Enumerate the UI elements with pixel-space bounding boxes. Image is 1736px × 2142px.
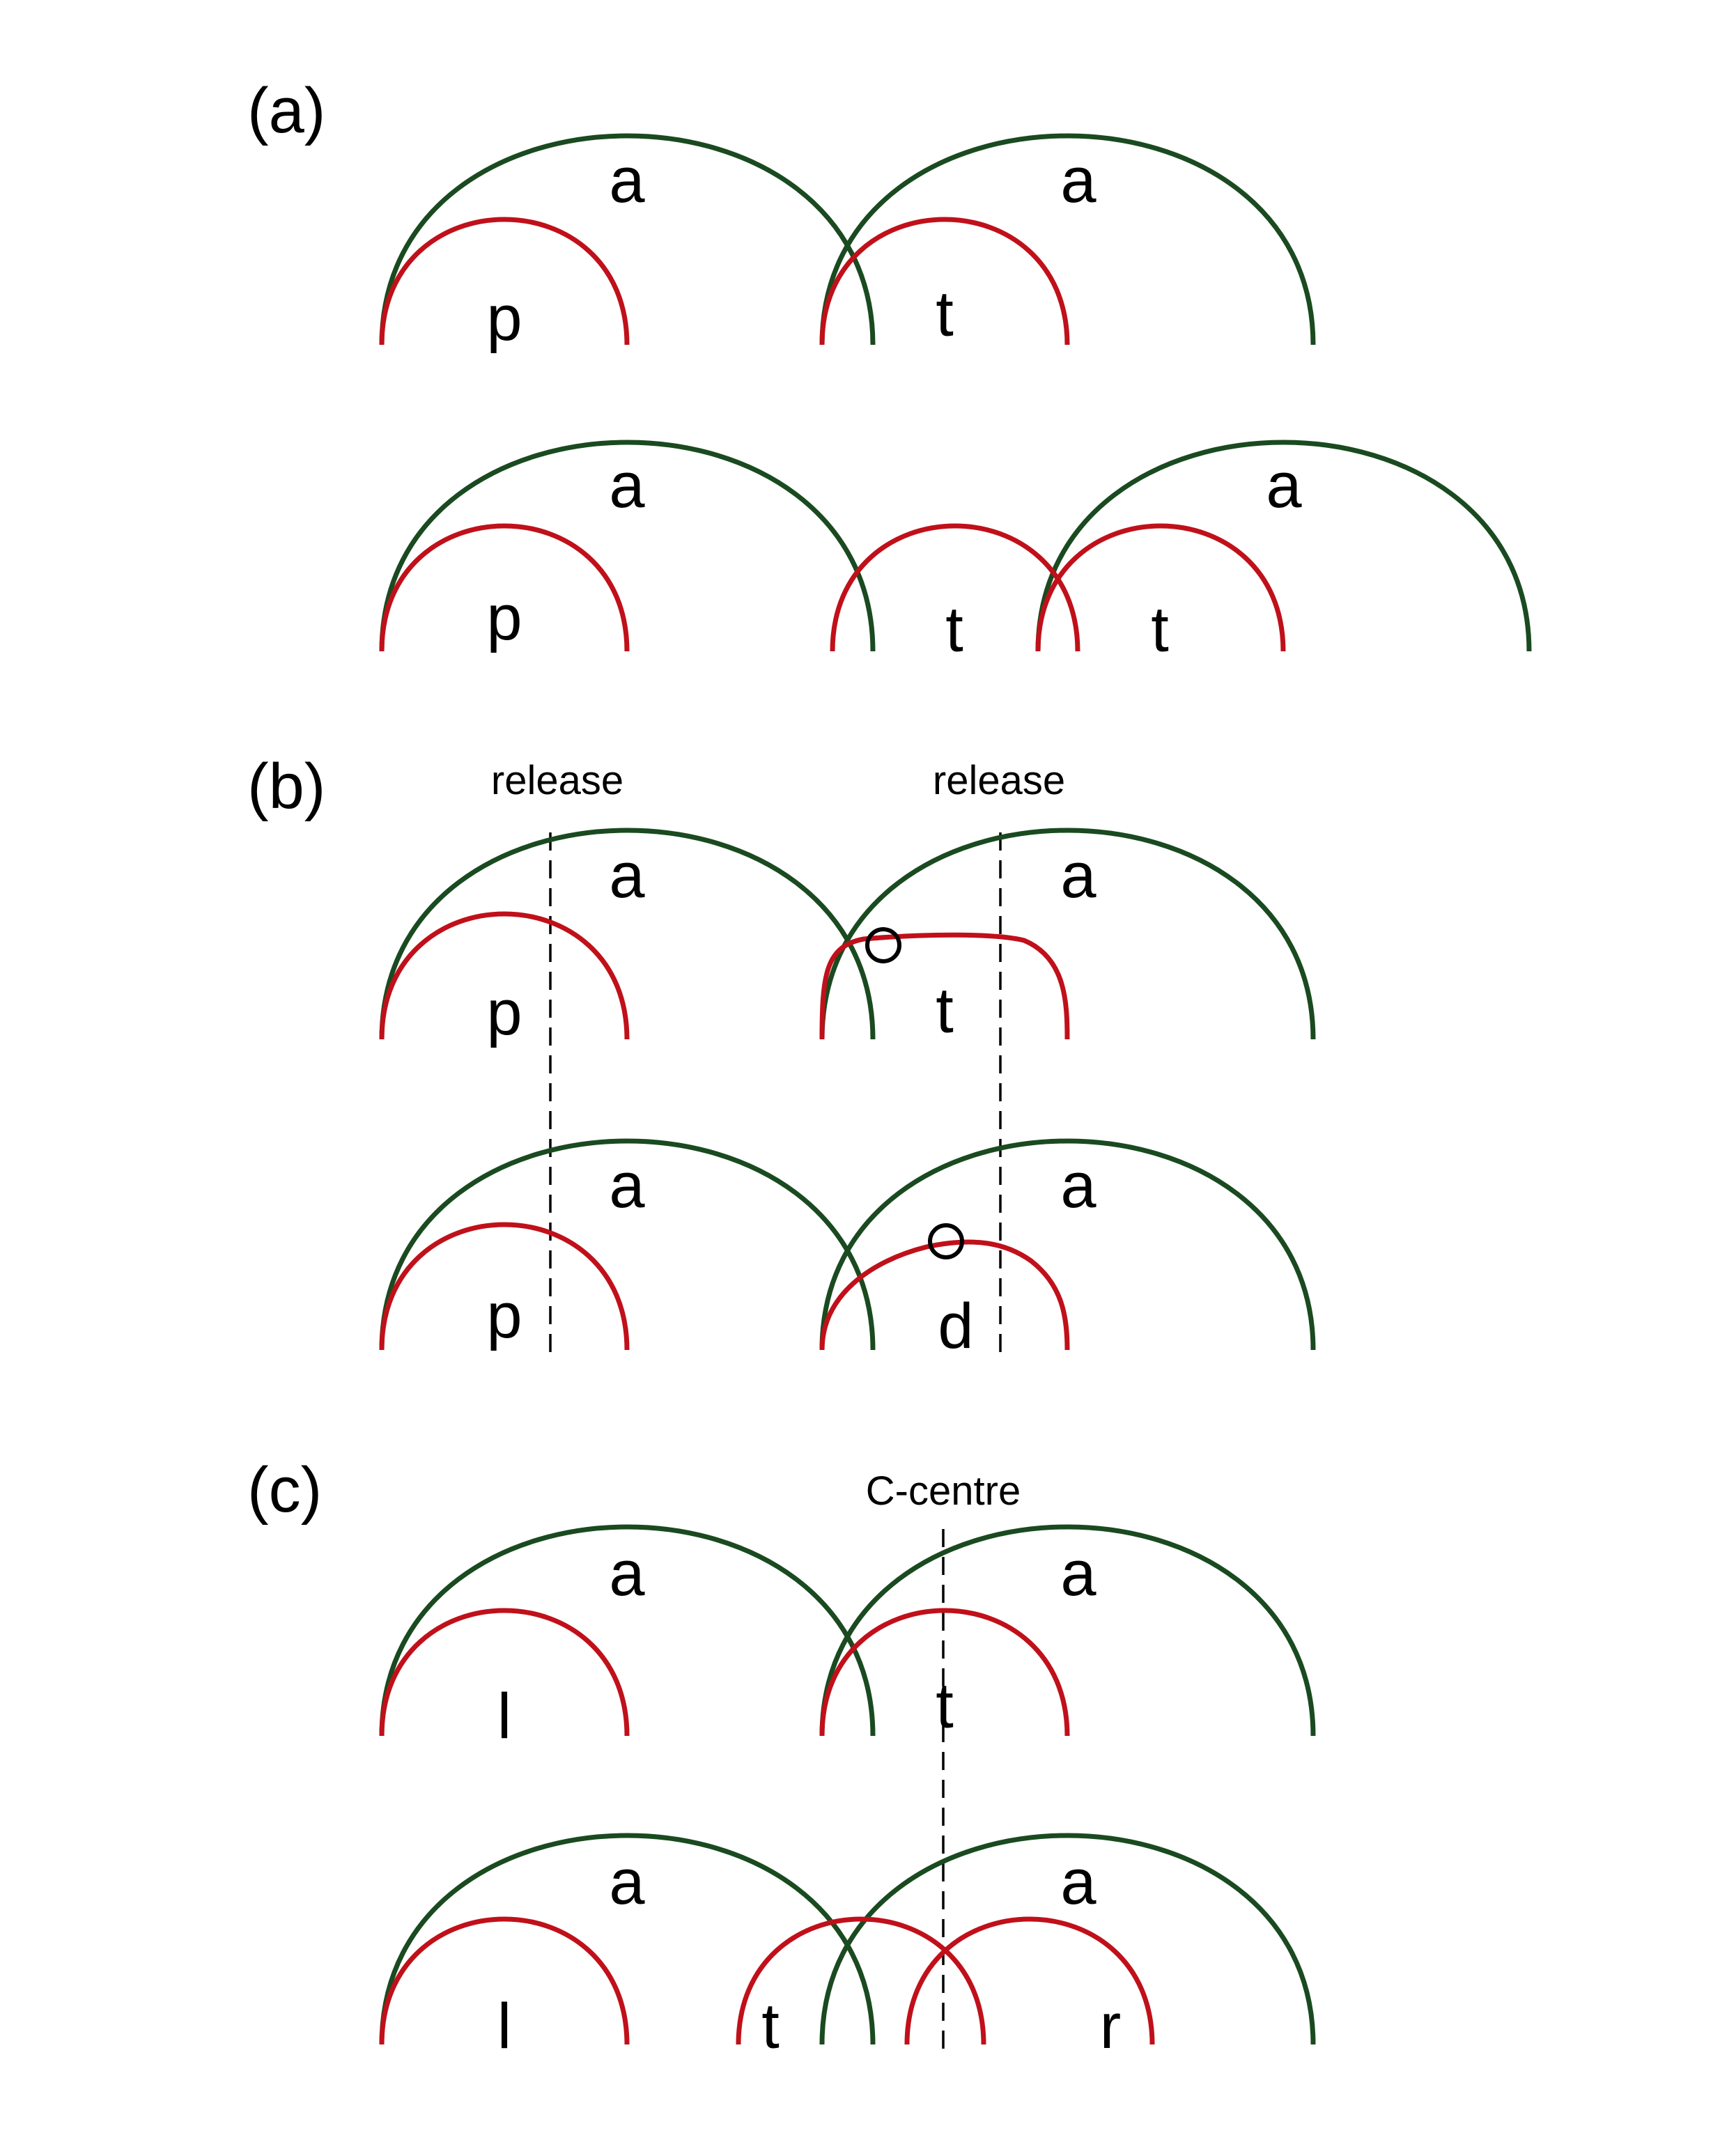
consonant-gesture-arc (819, 932, 1070, 1040)
consonant-gesture-arc (379, 523, 630, 652)
consonant-gesture-arc (379, 1916, 630, 2045)
panel-label-b: (b) (247, 751, 325, 822)
row-5: a a l t (379, 1524, 1316, 1752)
vowel-gesture-arc (379, 133, 876, 346)
vowel-gesture-arc (379, 1833, 876, 2045)
vowel-gesture-arc (379, 1524, 876, 1737)
consonant-label: t (936, 279, 954, 350)
row-1: a a p t (379, 133, 1316, 354)
vowel-label: a (1060, 1150, 1096, 1221)
consonant-gesture-arc (379, 911, 630, 1040)
consonant-label: t (945, 594, 963, 665)
consonant-label: t (936, 975, 954, 1046)
vowel-gesture-arc (379, 1138, 876, 1351)
consonant-gesture-arc (819, 1608, 1070, 1737)
vowel-label: a (609, 1538, 645, 1609)
vowel-gesture-arc (819, 828, 1316, 1040)
consonant-label: l (497, 1991, 511, 2062)
consonant-gesture-arc (379, 1608, 630, 1737)
vowel-gesture-arc (819, 133, 1316, 346)
row-2: a a p t t (379, 440, 1532, 665)
vowel-label: a (609, 450, 645, 521)
consonant-gesture-arc (830, 523, 1080, 652)
overlap-marker-circle (928, 1223, 964, 1259)
row-6: a a l t r (379, 1833, 1316, 2062)
consonant-gesture-arc (819, 217, 1070, 346)
vowel-label: a (1060, 840, 1096, 911)
overlap-marker-circle (865, 927, 901, 963)
consonant-gesture-arc (904, 1916, 1155, 2045)
consonant-label: d (938, 1291, 973, 1362)
vowel-gesture-arc (379, 828, 876, 1040)
consonant-label: t (761, 1991, 780, 2062)
vowel-gesture-arc (379, 440, 876, 652)
vowel-label: a (1060, 145, 1096, 216)
panel-label-c: (c) (247, 1454, 322, 1526)
vowel-label: a (609, 145, 645, 216)
vowel-gesture-arc (1035, 440, 1532, 652)
panel-label-a: (a) (247, 75, 325, 146)
vowel-label: a (609, 1150, 645, 1221)
vowel-label: a (1060, 1538, 1096, 1609)
consonant-label: p (486, 283, 522, 354)
consonant-label: p (486, 977, 522, 1048)
c-centre-label: C-centre (866, 1468, 1021, 1514)
consonant-gesture-arc (736, 1916, 986, 2045)
consonant-label: r (1100, 1991, 1122, 2062)
vowel-gesture-arc (819, 1524, 1316, 1737)
consonant-label: t (936, 1670, 954, 1741)
row-3: a a p t (379, 828, 1316, 1048)
consonant-label: p (486, 1280, 522, 1351)
consonant-label: l (497, 1681, 511, 1752)
row-4: a a p d (379, 1138, 1316, 1362)
consonant-label: t (1151, 594, 1169, 665)
vowel-label: a (1060, 1847, 1096, 1918)
release-label-2: release (933, 758, 1065, 803)
consonant-gesture-arc (1035, 523, 1286, 652)
vowel-gesture-arc (819, 1138, 1316, 1351)
vowel-label: a (609, 1847, 645, 1918)
vowel-label: a (1266, 450, 1302, 521)
consonant-gesture-arc (379, 217, 630, 346)
vowel-gesture-arc (819, 1833, 1316, 2045)
release-label-1: release (491, 758, 623, 803)
consonant-gesture-arc (379, 1222, 630, 1351)
consonant-gesture-arc (819, 1239, 1070, 1351)
vowel-label: a (609, 840, 645, 911)
consonant-label: p (486, 582, 522, 653)
